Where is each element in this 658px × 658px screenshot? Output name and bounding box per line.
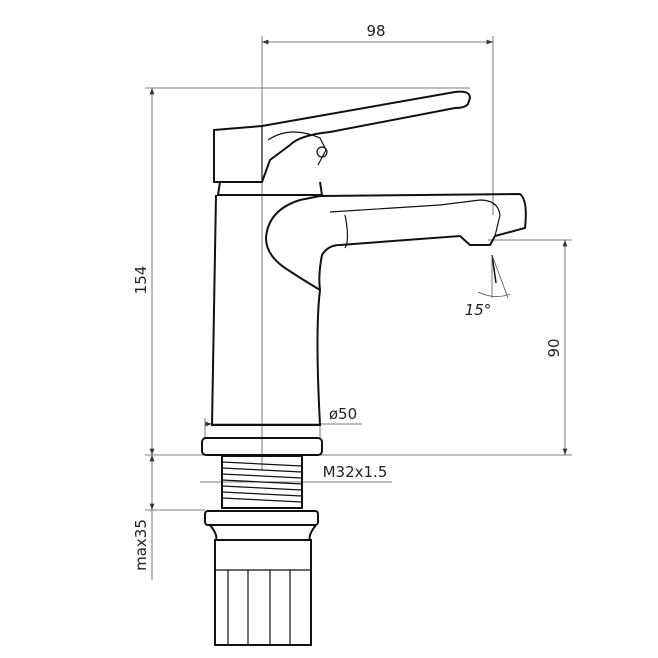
faucet-body: [210, 181, 527, 426]
dimension-diameter-label: ø50: [329, 405, 357, 423]
dimension-thread: M32x1.5: [200, 463, 392, 483]
dimension-thread-label: M32x1.5: [323, 463, 388, 481]
dimension-98-label: 98: [366, 22, 385, 40]
dimension-90: 90: [545, 240, 568, 455]
threaded-shank: [221, 455, 303, 509]
dimension-max35: max35: [132, 455, 155, 580]
mounting-nut: [204, 510, 319, 646]
dimension-154-label: 154: [132, 266, 150, 295]
dimension-15-degrees: 15°: [465, 254, 511, 319]
lever-handle: [213, 90, 472, 183]
dimension-15-label: 15°: [465, 301, 492, 319]
dimension-diameter-50: ø50: [205, 405, 362, 425]
dimension-90-label: 90: [545, 338, 563, 357]
dimension-max35-label: max35: [132, 519, 150, 571]
dimension-154: 154: [132, 88, 155, 455]
dimension-98: 98: [262, 22, 493, 45]
